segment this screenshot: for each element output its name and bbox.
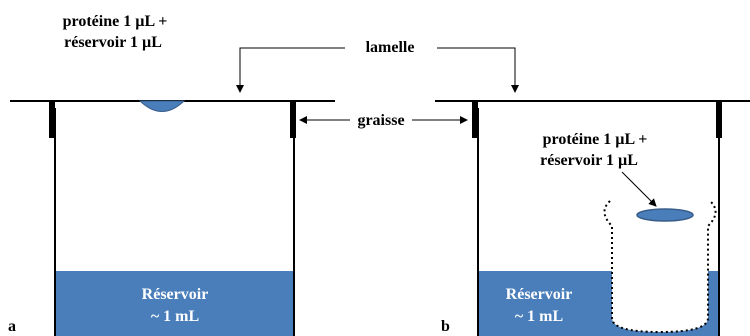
panel-b — [435, 100, 750, 336]
coverslip-label: lamelle — [366, 39, 415, 56]
reservoir-label-a-line1: Réservoir — [142, 286, 209, 303]
leader-lines — [236, 47, 657, 207]
arrow-sitting-drop — [621, 171, 657, 207]
panel-a — [10, 100, 335, 336]
reservoir-label-b-line2: ~ 1 mL — [515, 308, 563, 325]
arrow-lamelle-b — [437, 47, 519, 93]
arrow-lamelle-a — [236, 47, 345, 93]
panel-b-label: b — [441, 318, 450, 335]
drop-label-a-line1: protéine 1 µL + — [63, 13, 168, 30]
drop-label-a-line2: réservoir 1 µL — [64, 34, 162, 51]
grease-right-b — [716, 102, 722, 138]
grease-left-b — [472, 102, 478, 138]
drop-label-b-line1: protéine 1 µL + — [543, 131, 648, 148]
panel-a-label: a — [8, 318, 16, 335]
grease-right-a — [290, 102, 296, 138]
reservoir-label-a-line2: ~ 1 mL — [151, 308, 199, 325]
reservoir-liquid-a — [55, 271, 294, 336]
grease-label: graisse — [357, 112, 404, 129]
sitting-post — [603, 200, 717, 334]
sitting-drop — [636, 208, 694, 222]
grease-left-a — [49, 102, 55, 138]
drop-label-b-line2: réservoir 1 µL — [540, 152, 638, 169]
hanging-drop — [138, 100, 186, 112]
reservoir-label-b-line1: Réservoir — [506, 286, 573, 303]
